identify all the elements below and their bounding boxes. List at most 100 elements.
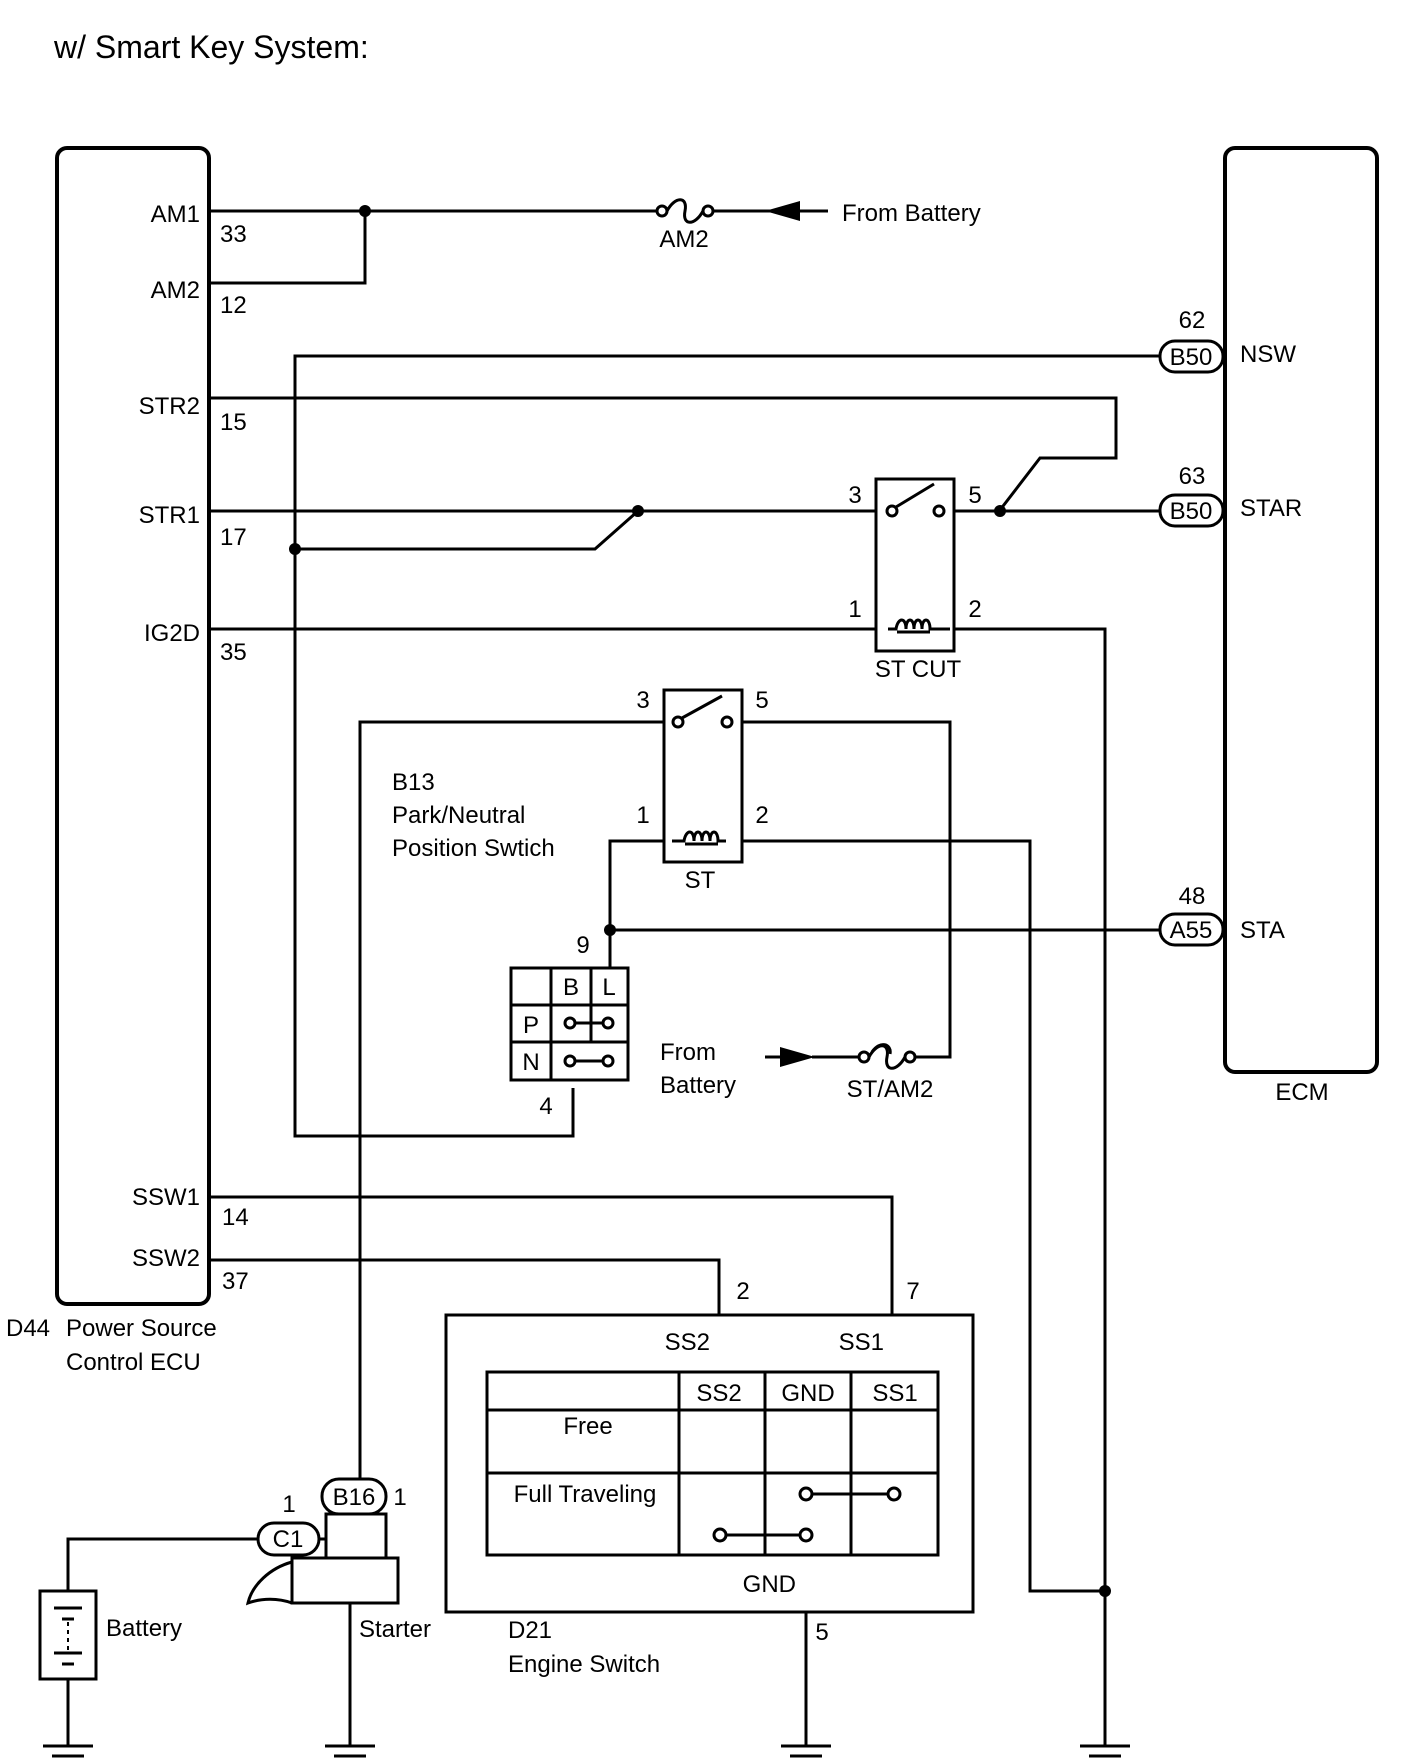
starter-name: Starter bbox=[359, 1616, 431, 1643]
relay-st-coil bbox=[672, 830, 726, 843]
connector-b16-pin: 1 bbox=[393, 1484, 406, 1511]
starter-solenoid bbox=[324, 1512, 388, 1560]
pin-str1-label: STR1 bbox=[139, 502, 200, 529]
diagram-title: w/ Smart Key System: bbox=[53, 29, 369, 65]
junction-sta bbox=[604, 924, 616, 936]
fuse-am2-label: AM2 bbox=[659, 226, 708, 253]
ecm-connectors: B50 B50 A55 bbox=[1158, 339, 1225, 947]
connector-b50-nsw-label: B50 bbox=[1170, 344, 1213, 371]
ecm-pin-star-number: 63 bbox=[1179, 463, 1206, 490]
junctions bbox=[289, 205, 1111, 1597]
fuse-st-am2-terminal-left bbox=[857, 1050, 871, 1064]
engine-switch-term-ss2: SS2 bbox=[665, 1329, 710, 1356]
relay-st-pin3: 3 bbox=[636, 687, 649, 714]
connector-c1 bbox=[256, 1521, 321, 1557]
pin-ssw1-number: 14 bbox=[222, 1204, 249, 1231]
starter-pinion bbox=[245, 1560, 293, 1606]
ecm-pin-sta-number: 48 bbox=[1179, 883, 1206, 910]
power-ecu-body bbox=[55, 146, 211, 1306]
connector-a55-sta bbox=[1158, 912, 1225, 947]
wire-st-relay-p2 bbox=[726, 839, 1105, 1593]
pin-am1-label: AM1 bbox=[151, 201, 200, 228]
engine-switch-pin-ss2: 2 bbox=[736, 1278, 749, 1305]
wire-battery-c1 bbox=[66, 1537, 258, 1591]
ecm: ECM NSW 62 STAR 63 STA 48 bbox=[1179, 146, 1379, 1106]
ecm-body bbox=[1223, 146, 1379, 1074]
pin-ig2d-label: IG2D bbox=[144, 620, 200, 647]
ground-battery-icon bbox=[43, 1744, 93, 1758]
battery-name: Battery bbox=[106, 1615, 182, 1642]
engine-switch-header-gnd: GND bbox=[781, 1380, 834, 1407]
pnp-switch-pin-top: 9 bbox=[576, 932, 589, 959]
relay-st-contact-left bbox=[671, 715, 685, 729]
relay-st-cut-contact-left bbox=[885, 504, 899, 518]
relay-st-switch-arm bbox=[681, 694, 723, 720]
relay-st-pin2: 2 bbox=[755, 802, 768, 829]
wire-str2 bbox=[209, 396, 1118, 511]
pnp-switch-p-b-terminal bbox=[563, 1016, 577, 1030]
engine-switch-ss1-terminal bbox=[886, 1486, 902, 1502]
fuse-am2-terminal-right bbox=[701, 204, 715, 218]
relay-st-name: ST bbox=[685, 867, 716, 894]
power-ecu-name-line1: Power Source bbox=[66, 1315, 217, 1342]
from-battery-label-2-line2: Battery bbox=[660, 1072, 736, 1099]
pnp-switch-col-b: B bbox=[563, 974, 579, 1001]
engine-switch-row-free: Free bbox=[563, 1413, 612, 1440]
battery: Battery bbox=[38, 1589, 182, 1681]
pnp-switch-name-line1: Park/Neutral bbox=[392, 802, 525, 829]
pin-am2-label: AM2 bbox=[151, 277, 200, 304]
engine-switch-gnd-terminal-2 bbox=[798, 1527, 814, 1543]
wire-st-relay-p5 bbox=[728, 720, 952, 1059]
relay-st-cut-coil bbox=[888, 618, 950, 631]
grounds bbox=[43, 1744, 1130, 1758]
connector-b50-nsw bbox=[1158, 339, 1225, 374]
ground-st-cut-icon bbox=[1080, 1744, 1130, 1758]
fuse-st-am2: From Battery ST/AM2 bbox=[660, 1039, 933, 1103]
engine-switch-term-ss1: SS1 bbox=[839, 1329, 884, 1356]
starter: B16 1 C1 1 Starter bbox=[245, 1477, 431, 1643]
connector-b16-label: B16 bbox=[333, 1484, 376, 1511]
junction-nsw bbox=[289, 543, 301, 555]
battery-cells bbox=[54, 1606, 82, 1666]
pin-ig2d-number: 35 bbox=[220, 639, 247, 666]
starter-motor bbox=[290, 1556, 400, 1605]
engine-switch-term-gnd: GND bbox=[743, 1571, 796, 1598]
connector-c1-pin: 1 bbox=[282, 1491, 295, 1518]
pnp-switch-n-l-terminal bbox=[601, 1054, 615, 1068]
relay-st-cut-switch-arm bbox=[895, 482, 935, 509]
pnp-switch-p-l-terminal bbox=[601, 1016, 615, 1030]
power-source-control-ecu: AM1 33 AM2 12 STR2 15 STR1 17 IG2D 35 SS… bbox=[6, 146, 249, 1376]
pin-str2-label: STR2 bbox=[139, 393, 200, 420]
ecm-pin-star-label: STAR bbox=[1240, 495, 1302, 522]
connector-b50-star bbox=[1158, 493, 1225, 528]
junction-str1 bbox=[632, 505, 644, 517]
connector-c1-label: C1 bbox=[273, 1526, 304, 1553]
relay-st-pin5: 5 bbox=[755, 687, 768, 714]
relay-st-contact-right bbox=[720, 715, 734, 729]
engine-switch-pin-gnd: 5 bbox=[815, 1619, 828, 1646]
ecm-name: ECM bbox=[1275, 1079, 1328, 1106]
relay-st-cut-pin5: 5 bbox=[968, 482, 981, 509]
ecm-pin-sta-label: STA bbox=[1240, 917, 1285, 944]
pin-str1-number: 17 bbox=[220, 524, 247, 551]
wire-str1-jumper bbox=[295, 509, 639, 551]
fuse-st-am2-element-2 bbox=[870, 1043, 892, 1055]
pnp-switch-n-b-terminal bbox=[563, 1054, 577, 1068]
engine-switch-header-ss1: SS1 bbox=[872, 1380, 917, 1407]
fuse-am2-element bbox=[665, 198, 705, 224]
pnp-switch-pin-bottom: 4 bbox=[539, 1093, 552, 1120]
pin-ssw1-label: SSW1 bbox=[132, 1184, 200, 1211]
engine-switch-gnd-terminal-1 bbox=[798, 1486, 814, 1502]
from-battery-label-2-line1: From bbox=[660, 1039, 716, 1066]
engine-switch-table-grid bbox=[487, 1372, 938, 1555]
engine-switch-row-full-traveling: Full Traveling bbox=[514, 1481, 657, 1508]
relay-st-cut-name: ST CUT bbox=[875, 656, 962, 683]
pin-ssw2-number: 37 bbox=[222, 1268, 249, 1295]
relay-st-cut-pin3: 3 bbox=[848, 482, 861, 509]
connector-a55-sta-label: A55 bbox=[1170, 917, 1213, 944]
engine-switch-name: Engine Switch bbox=[508, 1651, 660, 1678]
connector-b50-star-label: B50 bbox=[1170, 498, 1213, 525]
pnp-switch-row-n: N bbox=[522, 1049, 539, 1076]
engine-switch-pin-ss1: 7 bbox=[906, 1278, 919, 1305]
ground-starter-icon bbox=[325, 1744, 375, 1758]
